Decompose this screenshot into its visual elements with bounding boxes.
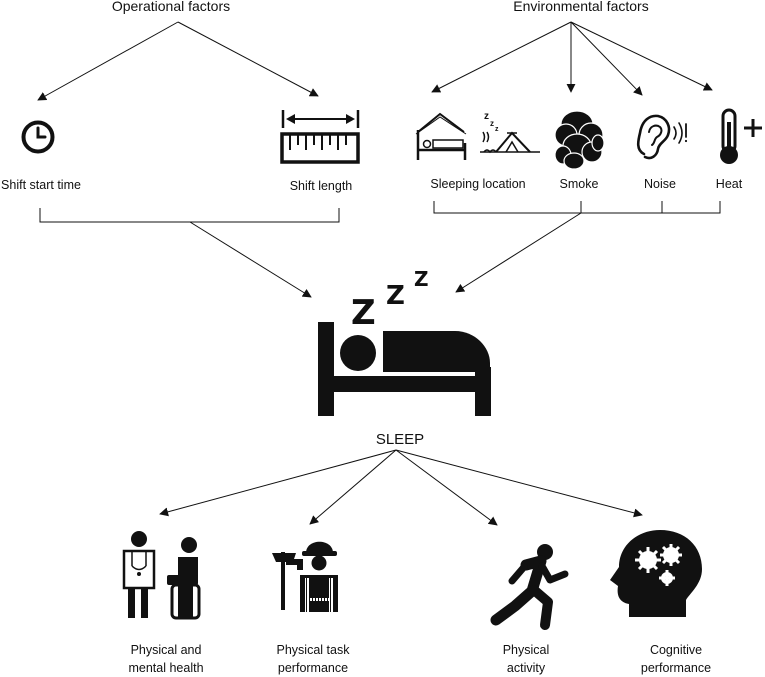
environmental-arrows: [431, 21, 713, 96]
shift-start-label: Shift start time: [1, 178, 81, 192]
noise-label: Noise: [644, 177, 676, 191]
operational-arrows: [37, 21, 319, 101]
environmental-bracket: [433, 201, 721, 214]
svg-text:Z: Z: [414, 267, 429, 291]
sleeping-location-label: Sleeping location: [430, 177, 525, 191]
outcome-health-line2: mental health: [128, 661, 203, 675]
outcome-task-line2: performance: [278, 661, 348, 675]
head-gears-icon: [610, 530, 702, 617]
runner-icon: [490, 544, 569, 630]
svg-text:Z: Z: [351, 293, 376, 333]
bed-in-shelter-icon: [415, 112, 467, 160]
firefighter-icon: [272, 541, 338, 612]
smoke-cloud-icon: [554, 110, 605, 170]
svg-text:z: z: [484, 111, 489, 122]
tent-icon: z z z: [480, 111, 540, 154]
thermometer-plus-icon: [720, 108, 762, 164]
operational-factors-header: Operational factors: [112, 0, 230, 14]
ear-noise-icon: [636, 114, 688, 160]
heat-label: Heat: [716, 177, 743, 191]
smoke-label: Smoke: [560, 177, 599, 191]
outcome-task-line1: Physical task: [277, 643, 351, 657]
svg-text:Z: Z: [386, 281, 405, 311]
ruler-icon: [280, 110, 360, 164]
outcome-arrows: [159, 449, 643, 526]
svg-text:z: z: [490, 119, 494, 128]
environmental-factors-header: Environmental factors: [513, 0, 648, 14]
doctor-patient-icon: [122, 531, 201, 620]
shift-length-label: Shift length: [290, 179, 353, 193]
outcome-cognitive-line1: Cognitive: [650, 643, 702, 657]
outcome-health-line1: Physical and: [131, 643, 202, 657]
sleeping-person-bed-icon: Z Z Z: [318, 267, 491, 416]
converging-arrows: [189, 212, 582, 298]
outcome-activity-line2: activity: [507, 661, 546, 675]
svg-text:z: z: [495, 126, 499, 133]
outcome-cognitive-line2: performance: [641, 661, 711, 675]
operational-bracket: [39, 208, 340, 223]
sleep-label: SLEEP: [376, 431, 424, 448]
outcome-activity-line1: Physical: [503, 643, 550, 657]
clock-icon: [21, 120, 55, 154]
